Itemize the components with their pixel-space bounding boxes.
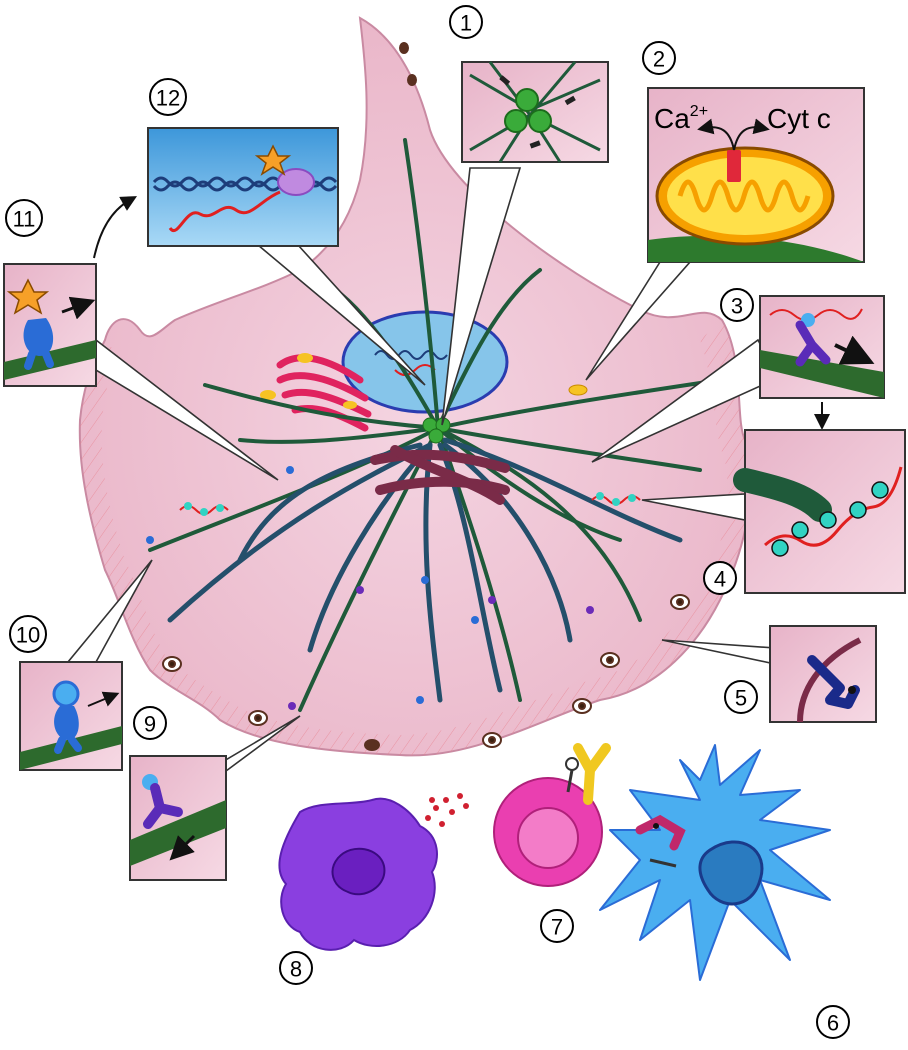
callout-1: 1 [449,5,483,39]
panel-4-polyribosome [733,429,906,594]
panel-2-mitochondrion: Ca2+ Cyt c [647,87,865,263]
svg-text:9: 9 [144,712,156,737]
callout-4: 4 [703,561,737,595]
panel-1-centrosome [461,61,609,163]
endoplasmic-reticulum [370,445,510,505]
macrophage [278,797,438,951]
callout-7: 7 [540,909,574,943]
callout-3: 3 [720,288,754,322]
panel-5-membrane-receptor [769,625,877,723]
panel-9-motor-protein [129,755,227,881]
callout-6: 6 [816,1005,850,1039]
svg-text:3: 3 [731,294,743,319]
svg-text:11: 11 [13,207,36,232]
dna-strand [374,350,448,360]
svg-text:4: 4 [714,567,726,592]
svg-text:8: 8 [290,957,302,982]
callout-9: 9 [133,706,167,740]
epithelial-cell [78,16,752,757]
svg-text:5: 5 [735,686,747,711]
arrow-panel11-to-panel12 [93,196,137,259]
callout-12: 12 [149,78,187,116]
dendritic-cell [599,744,831,981]
svg-text:6: 6 [827,1011,839,1036]
secreted-granules [425,793,469,827]
centrosome [422,417,451,444]
mitochondrion [568,384,588,396]
nk-cell [493,743,611,887]
svg-text:7: 7 [551,915,563,940]
callout-11: 11 [5,199,43,237]
panel-3-motor-protein [759,295,885,399]
svg-text:1: 1 [460,11,472,36]
membrane-vesicles [162,42,690,751]
mrna-strand [394,364,436,376]
callout-2: 2 [642,41,676,75]
motor-proteins [146,466,594,710]
cyt-c-label: Cyt c [767,103,831,134]
svg-text:12: 12 [156,86,180,111]
panel-12-transcription [147,127,339,247]
pointer-wedges [66,167,780,775]
svg-text:2: 2 [653,47,665,72]
ca-charge: 2+ [690,103,708,120]
polyribosome-right [591,492,641,506]
callout-8: 8 [279,951,313,985]
svg-text:10: 10 [16,623,40,648]
ca-label: Ca [654,103,690,134]
panel-11-motor-cargo [3,263,97,387]
polyribosome-left [179,502,229,516]
callout-5: 5 [724,680,758,714]
panel-10-kinesin [19,661,123,771]
callout-10: 10 [9,615,47,653]
svg-text:Ca2+: Ca2+ [654,103,708,134]
